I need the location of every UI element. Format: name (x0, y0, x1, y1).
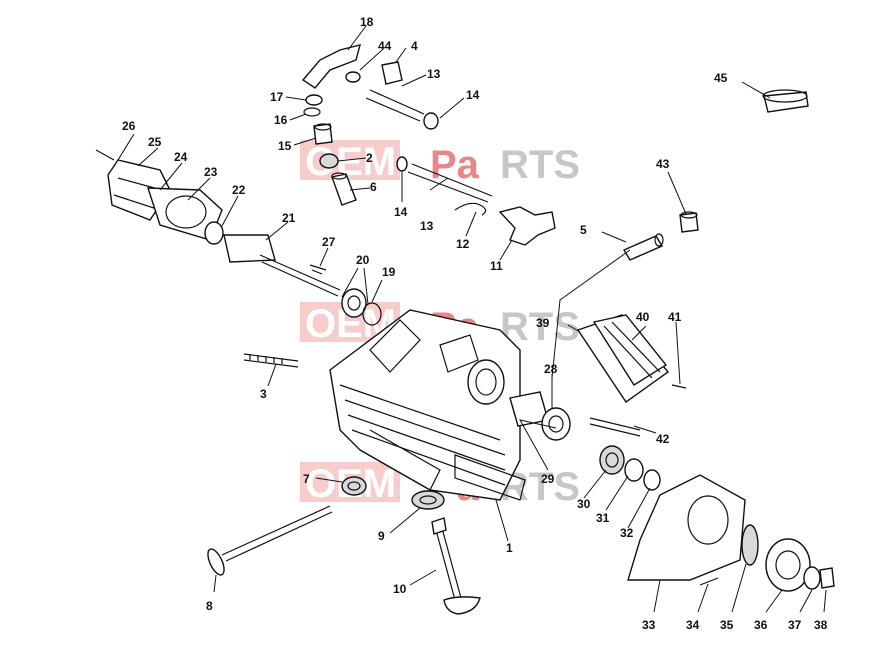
callout-label: 5 (580, 223, 587, 237)
plug-43 (679, 211, 699, 233)
callout-label: 38 (814, 618, 828, 632)
watermark-brand-mid: Pa (430, 143, 480, 187)
callout-label: 3 (260, 387, 267, 401)
valve-seal-9 (411, 490, 445, 510)
callout-label: 21 (282, 211, 296, 225)
callout-label: 18 (360, 15, 374, 29)
intake-valve (431, 517, 481, 615)
watermark-row-1: OEM Pa RTS (300, 140, 580, 187)
callout-label: 30 (577, 497, 591, 511)
callout-label: 10 (393, 582, 407, 596)
callout-label: 9 (378, 529, 385, 543)
camshaft-bearings (509, 391, 661, 491)
callout-label: 15 (278, 139, 292, 153)
callout-label: 28 (544, 362, 558, 376)
valve-seal-7 (341, 476, 367, 496)
callout-label: 13 (427, 67, 441, 81)
callout-label: 29 (541, 472, 555, 486)
callout-label: 13 (420, 219, 434, 233)
cap-45 (762, 89, 809, 113)
callout-label: 14 (394, 205, 408, 219)
rocker-shaft-lower (396, 156, 556, 246)
callout-label: 7 (303, 472, 310, 486)
callout-label: 31 (596, 511, 610, 525)
callout-label: 39 (536, 316, 550, 330)
callout-label: 25 (148, 135, 162, 149)
callout-label: 17 (270, 90, 284, 104)
valve-adjuster-parts (319, 153, 357, 206)
timing-gear (699, 524, 835, 592)
exhaust-valve (207, 505, 333, 576)
callout-label: 8 (206, 599, 213, 613)
callout-label: 2 (366, 151, 373, 165)
callout-label: 27 (322, 235, 336, 249)
callout-label: 1 (506, 541, 513, 555)
callout-label: 26 (122, 119, 136, 133)
callout-label: 35 (720, 618, 734, 632)
valve-cover (576, 314, 687, 403)
watermark-row-2: OEM Pa RTS (300, 302, 580, 349)
callout-label: 34 (686, 618, 700, 632)
oil-tube (622, 233, 664, 261)
callout-label: 37 (788, 618, 802, 632)
callout-label: 41 (668, 310, 682, 324)
callout-label: 42 (656, 432, 670, 446)
timing-cover (627, 474, 746, 581)
intake-fittings (309, 264, 382, 326)
callout-label: 24 (174, 150, 188, 164)
callout-labels: 1 2 3 4 5 6 7 8 9 10 11 12 13 13 14 14 1… (122, 15, 828, 632)
callout-label: 44 (378, 39, 392, 53)
callout-label: 36 (754, 618, 768, 632)
callout-label: 20 (356, 253, 370, 267)
callout-label: 23 (204, 165, 218, 179)
cylinder-head (329, 309, 526, 501)
callout-label: 33 (642, 618, 656, 632)
callout-label: 6 (370, 180, 377, 194)
leader-lines (117, 25, 827, 613)
callout-label: 40 (636, 310, 650, 324)
watermark-brand-right: RTS (500, 143, 580, 187)
callout-label: 43 (656, 157, 670, 171)
watermark-brand-right: RTS (500, 305, 580, 349)
callout-label: 12 (456, 237, 470, 251)
intake-assembly (95, 149, 341, 297)
rocker-assembly-top (301, 44, 439, 145)
callout-label: 16 (274, 113, 288, 127)
watermark-brand-left: OEM (305, 140, 396, 184)
callout-label: 11 (490, 259, 503, 273)
stud (243, 353, 299, 368)
callout-label: 4 (411, 39, 418, 53)
callout-label: 22 (232, 183, 246, 197)
callout-label: 14 (466, 88, 480, 102)
callout-label: 32 (620, 526, 634, 540)
callout-label: 45 (714, 71, 728, 85)
callout-label: 19 (382, 265, 396, 279)
